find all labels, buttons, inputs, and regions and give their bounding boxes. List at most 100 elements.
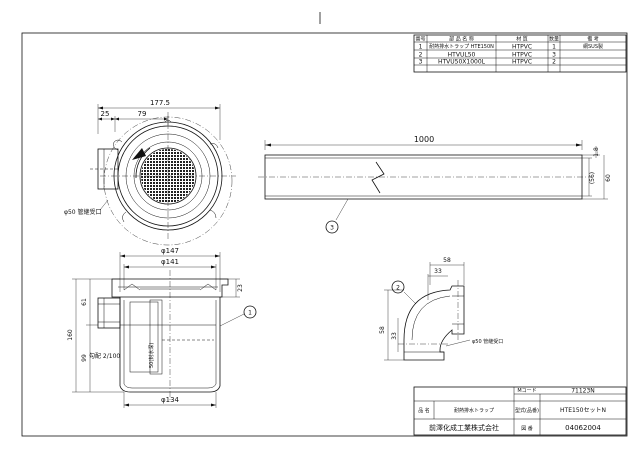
grate-hole [159, 185, 161, 187]
grate-hole [168, 167, 170, 169]
table-cell: HTPVC [512, 44, 532, 51]
grate-hole [150, 149, 152, 151]
grate-hole [168, 185, 170, 187]
grate-hole [153, 179, 155, 181]
grate-hole [183, 158, 185, 160]
grate-hole [159, 179, 161, 181]
grate-hole [183, 200, 185, 202]
grate-hole [195, 200, 197, 202]
grate-hole [156, 185, 158, 187]
grate-hole [168, 176, 170, 178]
grate-hole [165, 167, 167, 169]
table-cell: HTVUL50 [448, 52, 476, 59]
grate-hole [195, 149, 197, 151]
grate-hole [159, 182, 161, 184]
title-block: Mコード 71123N 品 名 耐熱排水トラップ 型式(品番) HTE150セッ… [413, 386, 627, 436]
grate-hole [144, 176, 146, 178]
name-label: 品 名 [418, 407, 430, 414]
grate-hole [168, 164, 170, 166]
grate-hole [165, 152, 167, 154]
grate-hole [180, 173, 182, 175]
grate-hole [171, 176, 173, 178]
grate-hole [153, 152, 155, 154]
grate-hole [177, 200, 179, 202]
grate-hole [153, 158, 155, 160]
parts-table: 番号 部 品 名 称 材 質 数量 備 考 1 耐熱排水トラップ HTE150N… [413, 34, 627, 73]
grate-hole [162, 188, 164, 190]
grate-hole [159, 155, 161, 157]
grate-hole [147, 179, 149, 181]
grate-hole [162, 176, 164, 178]
grate-hole [162, 167, 164, 169]
grate-hole [165, 170, 167, 172]
grate-hole [147, 191, 149, 193]
grate-hole [186, 158, 188, 160]
grate-hole [183, 182, 185, 184]
drawing-border [21, 32, 628, 437]
grate-hole [189, 167, 191, 169]
grate-hole [186, 185, 188, 187]
grate-hole [150, 164, 152, 166]
model-value: HTE150セットN [560, 407, 606, 414]
grate-hole [174, 185, 176, 187]
grate-hole [150, 179, 152, 181]
grate-hole [150, 188, 152, 190]
grate-hole [177, 173, 179, 175]
grate-hole [171, 200, 173, 202]
grate-hole [183, 167, 185, 169]
grate-hole [147, 173, 149, 175]
balloon-2 [391, 280, 405, 294]
grate-hole [186, 191, 188, 193]
grate-hole [180, 188, 182, 190]
grate-hole [156, 158, 158, 160]
grate-hole [144, 203, 146, 205]
grate-hole [192, 167, 194, 169]
grate-hole [186, 194, 188, 196]
grate-hole [171, 182, 173, 184]
table-cell: HTPVC [512, 52, 532, 59]
grate-hole [195, 191, 197, 193]
grate-hole [192, 179, 194, 181]
grate-hole [189, 179, 191, 181]
grate-hole [147, 200, 149, 202]
grate-hole [174, 161, 176, 163]
grate-hole [177, 170, 179, 172]
balloon-3-label: 3 [330, 225, 334, 232]
grate-hole [141, 170, 143, 172]
grate-hole [168, 188, 170, 190]
dim-plan-left: 25 [101, 110, 110, 118]
grate-hole [153, 167, 155, 169]
grate-hole [192, 191, 194, 193]
grate-hole [162, 179, 164, 181]
grate-hole [195, 158, 197, 160]
grate-hole [171, 155, 173, 157]
grate-hole [186, 173, 188, 175]
dim-elbow-58-side: 58 [379, 326, 386, 334]
grate-hole [165, 158, 167, 160]
grate-hole [192, 203, 194, 205]
grate-hole [174, 188, 176, 190]
grate-hole [162, 191, 164, 193]
grate-hole [150, 200, 152, 202]
dim-plan-mid: 79 [138, 110, 147, 118]
grate-hole [183, 203, 185, 205]
grate-hole [195, 185, 197, 187]
grate-hole [162, 170, 164, 172]
grate-hole [177, 188, 179, 190]
grate-hole [156, 188, 158, 190]
grate-hole [168, 161, 170, 163]
grate-hole [180, 158, 182, 160]
grate-hole [171, 149, 173, 151]
grate-hole [177, 185, 179, 187]
grate-hole [147, 161, 149, 163]
grate-hole [162, 149, 164, 151]
grate-hole [168, 194, 170, 196]
grate-hole [165, 176, 167, 178]
grate-hole [189, 152, 191, 154]
grate-hole [174, 149, 176, 151]
grate-hole [189, 173, 191, 175]
grate-hole [153, 164, 155, 166]
grate-hole [147, 164, 149, 166]
grate-hole [177, 152, 179, 154]
plan-outlet-label: φ50 管継受口 [64, 208, 102, 216]
